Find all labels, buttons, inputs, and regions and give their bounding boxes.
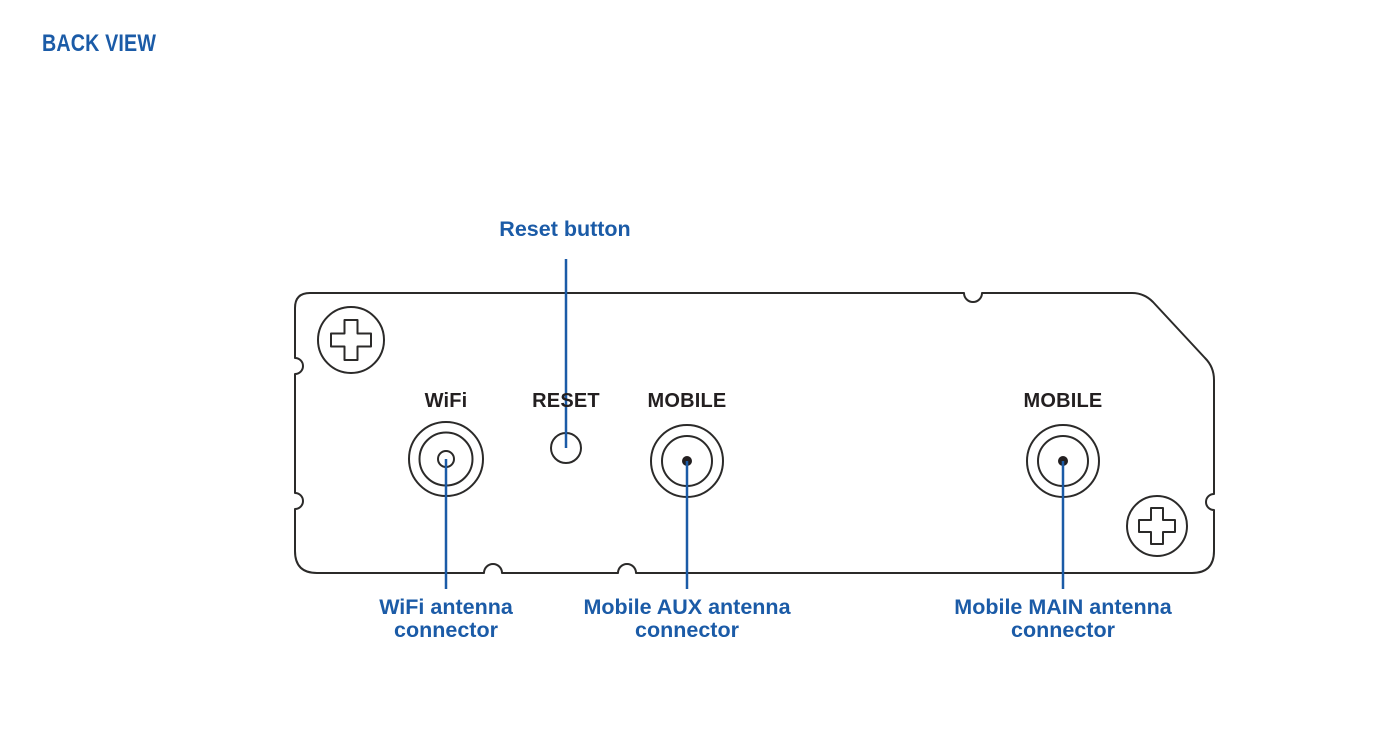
port-label-mobile-aux: MOBILE [647, 390, 727, 412]
mobile-aux-connector-annotation: Mobile AUX antenna connector [562, 596, 812, 642]
wifi-connector-annotation: WiFi antenna connector [336, 596, 556, 642]
panel-outline [294, 292, 1215, 574]
port-label-reset: RESET [532, 390, 600, 412]
annotation-line-2: connector [1011, 618, 1115, 642]
screw-icon [317, 306, 385, 374]
reset-button-annotation: Reset button [499, 217, 631, 241]
annotation-line-2: connector [394, 618, 498, 642]
page-title: BACK VIEW [42, 30, 157, 57]
annotation-line-1: WiFi antenna [379, 595, 513, 619]
annotation-line-2: connector [635, 618, 739, 642]
mobile-main-connector-annotation: Mobile MAIN antenna connector [938, 596, 1188, 642]
screw-icon [1126, 495, 1188, 557]
port-label-wifi: WiFi [424, 390, 468, 412]
annotation-line-1: Mobile AUX antenna [583, 595, 791, 619]
port-label-mobile-main: MOBILE [1023, 390, 1103, 412]
annotation-line-1: Mobile MAIN antenna [954, 595, 1172, 619]
